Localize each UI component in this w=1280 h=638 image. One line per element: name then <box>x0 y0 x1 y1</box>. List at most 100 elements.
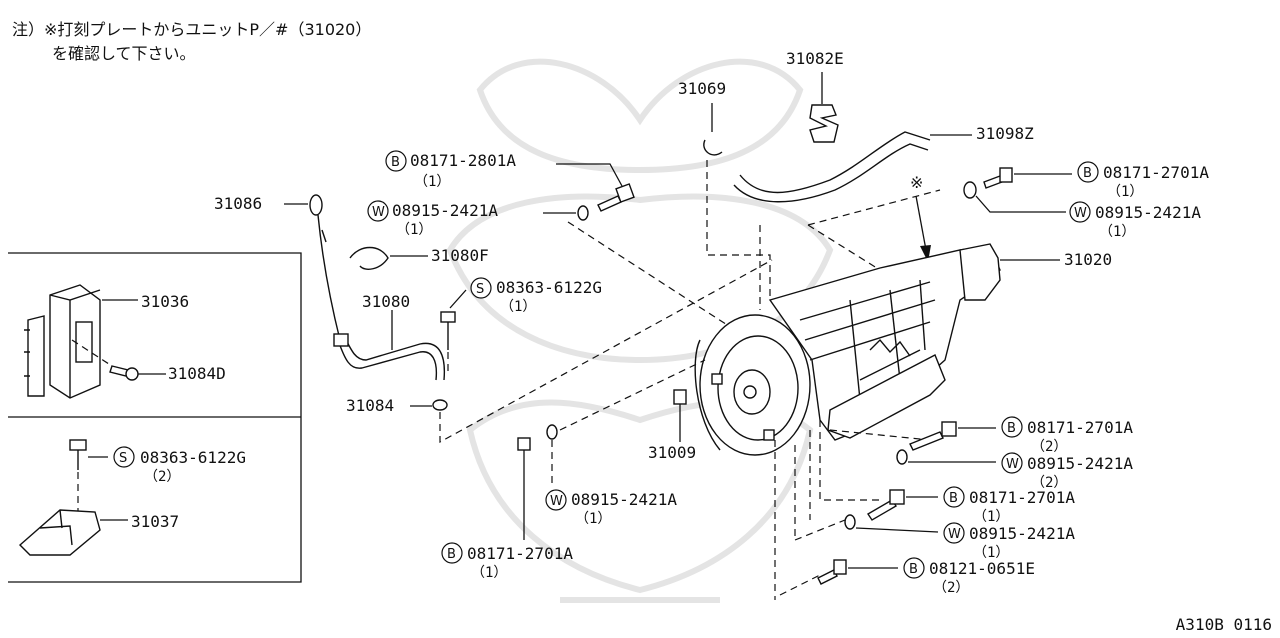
screw-marker-letter-box: S <box>119 451 127 466</box>
label-08915-2421A-top: 08915-2421A <box>392 201 498 220</box>
guide-right-r1 <box>829 429 931 441</box>
bolt-marker-icon-r2 <box>943 486 965 508</box>
washer-marker-icon-r1 <box>1001 452 1023 474</box>
qty-08915-2421A-r2: （1） <box>973 545 1009 561</box>
bolt-marker-letter: B <box>391 155 400 170</box>
label-08171-2801A: 08171-2801A <box>410 151 516 170</box>
bolt-31009 <box>673 389 687 442</box>
bolt-08171-2701A-bottom <box>517 437 531 540</box>
washer-marker-letter-r2: W <box>948 527 961 542</box>
label-08171-2701A-tr: 08171-2701A <box>1103 163 1209 182</box>
asterisk-mark: ※ <box>910 173 923 192</box>
note-line-1: 注）※打刻プレートからユニットP／#（31020） <box>12 20 372 39</box>
qty-08121-0651E: （2） <box>933 580 969 596</box>
bolt-marker-letter-r3: B <box>909 562 918 577</box>
label-31086: 31086 <box>214 194 262 213</box>
part-31084-o-ring <box>410 399 448 411</box>
note-text: 注）※打刻プレートからユニットP／#（31020） を確認して下さい。 <box>12 18 371 66</box>
bolt-marker-icon-r1 <box>1001 416 1023 438</box>
screw-marker-icon-box <box>113 446 135 468</box>
guide-right-r2 <box>819 420 880 501</box>
guide-mid-washer <box>559 359 706 431</box>
bolt-marker-letter-tr: B <box>1083 166 1092 181</box>
label-08171-2701A-r1: 08171-2701A <box>1027 418 1133 437</box>
qty-08171-2701A-r1: （2） <box>1031 439 1067 455</box>
label-08915-2421A-r1: 08915-2421A <box>1027 454 1133 473</box>
qty-08915-2421A-mid: （1） <box>575 511 611 527</box>
bolt-marker-letter-r2: B <box>949 491 958 506</box>
washer-marker-icon-r2 <box>943 522 965 544</box>
washer-marker-icon <box>367 200 389 222</box>
bolt-08121-0651E <box>817 559 898 585</box>
label-08171-2701A-bottom: 08171-2701A <box>467 544 573 563</box>
washer-marker-letter-mid: W <box>550 494 563 509</box>
qty-08363-6122G-box: （2） <box>144 469 180 485</box>
label-08363-6122G-box: 08363-6122G <box>140 448 246 467</box>
note-line-2: を確認して下さい。 <box>52 44 196 63</box>
bolt-marker-icon <box>385 150 407 172</box>
label-31037: 31037 <box>131 512 179 531</box>
bolt-marker-letter-r1: B <box>1007 421 1016 436</box>
label-08363-6122G-top: 08363-6122G <box>496 278 602 297</box>
label-31036: 31036 <box>141 292 189 311</box>
washer-top-left <box>543 205 589 221</box>
qty-08171-2701A-r2: （1） <box>973 509 1009 525</box>
label-08915-2421A-tr: 08915-2421A <box>1095 203 1201 222</box>
guide-bolt-top <box>567 221 736 331</box>
washer-marker-letter-r1: W <box>1006 457 1019 472</box>
label-31080: 31080 <box>362 292 410 311</box>
washer-marker-icon-tr <box>1069 201 1091 223</box>
bolt-marker-icon-r3 <box>903 557 925 579</box>
qty-08171-2801A: （1） <box>414 174 450 190</box>
screw-08363-6122G-top <box>440 289 467 350</box>
screw-marker-letter: S <box>476 282 484 297</box>
washer-r1 <box>896 449 996 465</box>
diagram-reference-code: A310B 0116 <box>1175 615 1272 634</box>
part-31098Z-breather-hose <box>733 131 972 203</box>
qty-08171-2701A-bottom: （1） <box>471 565 507 581</box>
washer-marker-letter: W <box>372 205 385 220</box>
label-31069: 31069 <box>678 79 726 98</box>
inset-frames <box>8 252 302 583</box>
part-31037-sensor <box>18 509 128 556</box>
screw-marker-icon <box>470 277 492 299</box>
qty-08171-2701A-tr: （1） <box>1107 184 1143 200</box>
part-31036-control-unit <box>24 284 138 399</box>
guide-31069 <box>706 160 771 298</box>
part-31069-clip <box>703 103 723 156</box>
guide-tube-to-case <box>439 259 773 444</box>
qty-08915-2421A-top: （1） <box>396 222 432 238</box>
washer-top-right <box>963 181 1066 213</box>
washer-r2 <box>844 514 939 533</box>
part-31082E-clamp <box>809 72 839 143</box>
label-08915-2421A-r2: 08915-2421A <box>969 524 1075 543</box>
bolt-08171-2701A-r2 <box>867 489 938 521</box>
bolt-08171-2701A-r1 <box>909 421 996 451</box>
guide-hose-to-case <box>807 189 941 226</box>
qty-08363-6122G-top: （1） <box>500 299 536 315</box>
part-31080-filler-tube <box>333 310 446 381</box>
washer-marker-letter-tr: W <box>1074 206 1087 221</box>
part-31020-transmission <box>694 243 1001 456</box>
washer-marker-icon-mid <box>545 489 567 511</box>
bolt-08171-2801A <box>556 163 635 212</box>
washer-mid <box>546 424 558 486</box>
label-08915-2421A-mid: 08915-2421A <box>571 490 677 509</box>
label-31098Z: 31098Z <box>976 124 1034 143</box>
part-31086-dipstick <box>284 194 341 341</box>
label-08121-0651E: 08121-0651E <box>929 559 1035 578</box>
label-31009: 31009 <box>648 443 696 462</box>
label-08171-2701A-r2: 08171-2701A <box>969 488 1075 507</box>
label-31084: 31084 <box>346 396 394 415</box>
bolt-31084D <box>71 339 166 381</box>
bolt-marker-icon-bottom <box>441 542 463 564</box>
label-31084D: 31084D <box>168 364 226 383</box>
guide-right-w2 <box>794 519 846 541</box>
label-31082E: 31082E <box>786 49 844 68</box>
label-31080F: 31080F <box>431 246 489 265</box>
qty-08915-2421A-r1: （2） <box>1031 475 1067 491</box>
part-31080F-clip <box>349 246 428 270</box>
guide-right-r3 <box>779 574 821 596</box>
qty-08915-2421A-tr: （1） <box>1099 224 1135 240</box>
